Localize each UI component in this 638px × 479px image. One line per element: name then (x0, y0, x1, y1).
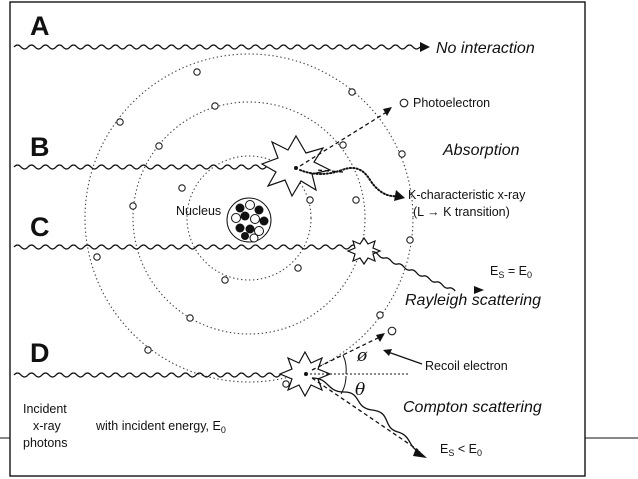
no-interaction-label: No interaction (436, 40, 535, 57)
recoil-electron (387, 326, 397, 336)
recoil-electron-label: Recoil electron (425, 359, 508, 373)
compton-center (304, 372, 308, 376)
inner-orbit (186, 155, 312, 281)
photoelectron (399, 98, 409, 108)
label-a: A (30, 11, 50, 41)
incident-line-1: Incident (23, 402, 67, 416)
rayleigh-label: Rayleigh scattering (405, 292, 541, 309)
l-to-k-transition-label: (L → K transition) (413, 205, 510, 219)
wave-compton-incident (13, 372, 302, 378)
arrow-rayleigh (474, 286, 484, 294)
recoil-arrowhead (376, 333, 385, 342)
recoil-electron-path (311, 335, 383, 371)
incident-line-2: x-ray (33, 419, 62, 433)
incident-line-3: photons (23, 436, 67, 450)
photoelectron-path (299, 109, 391, 167)
phi-symbol: ø (356, 346, 368, 366)
arrow-no-interaction (420, 42, 430, 52)
wave-rayleigh-incident (13, 244, 358, 250)
photoelectron-arrowhead (383, 107, 392, 116)
label-b: B (30, 132, 50, 162)
photoelectron-label: Photoelectron (413, 96, 490, 110)
es-less-e0-label: ES < E0 (440, 442, 482, 458)
wave-rayleigh-scattered (371, 251, 456, 292)
es-equals-e0-label: ES = E0 (490, 264, 532, 280)
wave-no-interaction (13, 44, 421, 50)
absorption-label: Absorption (442, 142, 520, 159)
compton-direction-line (311, 377, 419, 451)
wave-absorption (13, 164, 274, 170)
absorption-center (294, 166, 298, 170)
rayleigh-burst (346, 236, 382, 266)
electrons (93, 68, 414, 388)
compton-label: Compton scattering (403, 399, 542, 416)
k-characteristic-path (299, 167, 399, 198)
phi-arc (342, 354, 347, 375)
recoil-label-pointer (387, 351, 423, 365)
label-c: C (30, 212, 50, 242)
arrow-compton (413, 448, 427, 458)
outer-orbit (84, 53, 414, 383)
k-char-arrowhead (394, 190, 405, 201)
theta-arc (340, 375, 347, 395)
vacancy-fill-path (315, 169, 344, 173)
label-d: D (30, 338, 50, 368)
k-characteristic-label: K-characteristic x-ray (408, 188, 526, 202)
diagram-frame (9, 1, 586, 477)
incident-energy-label: with incident energy, E0 (95, 419, 226, 435)
theta-symbol: θ (355, 380, 365, 400)
wave-compton-scattered (311, 377, 421, 453)
middle-orbit (132, 101, 366, 335)
nucleus (226, 197, 272, 243)
recoil-label-arrowhead (383, 349, 392, 356)
nucleus-label: Nucleus (176, 204, 221, 218)
